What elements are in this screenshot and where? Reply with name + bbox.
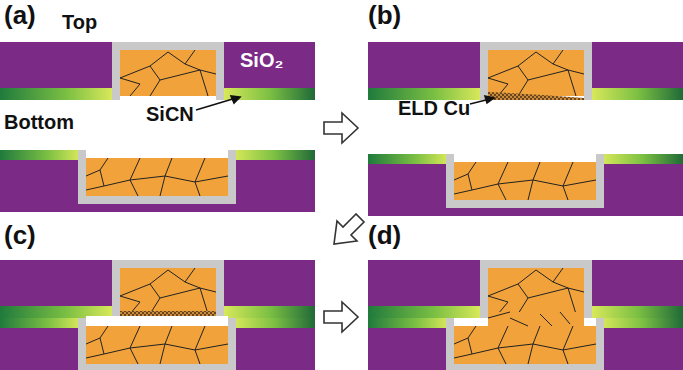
material-label: ELD Cu (398, 98, 470, 118)
wafer-label: Bottom (4, 112, 74, 132)
panel-letter: (c) (4, 222, 36, 248)
wafer-label: Top (62, 12, 97, 32)
panel-letter: (d) (368, 222, 401, 248)
material-label: SiCN (146, 104, 194, 124)
panel-letter: (a) (4, 2, 36, 28)
panel-letter: (b) (368, 2, 401, 28)
material-label: SiO₂ (240, 50, 283, 70)
